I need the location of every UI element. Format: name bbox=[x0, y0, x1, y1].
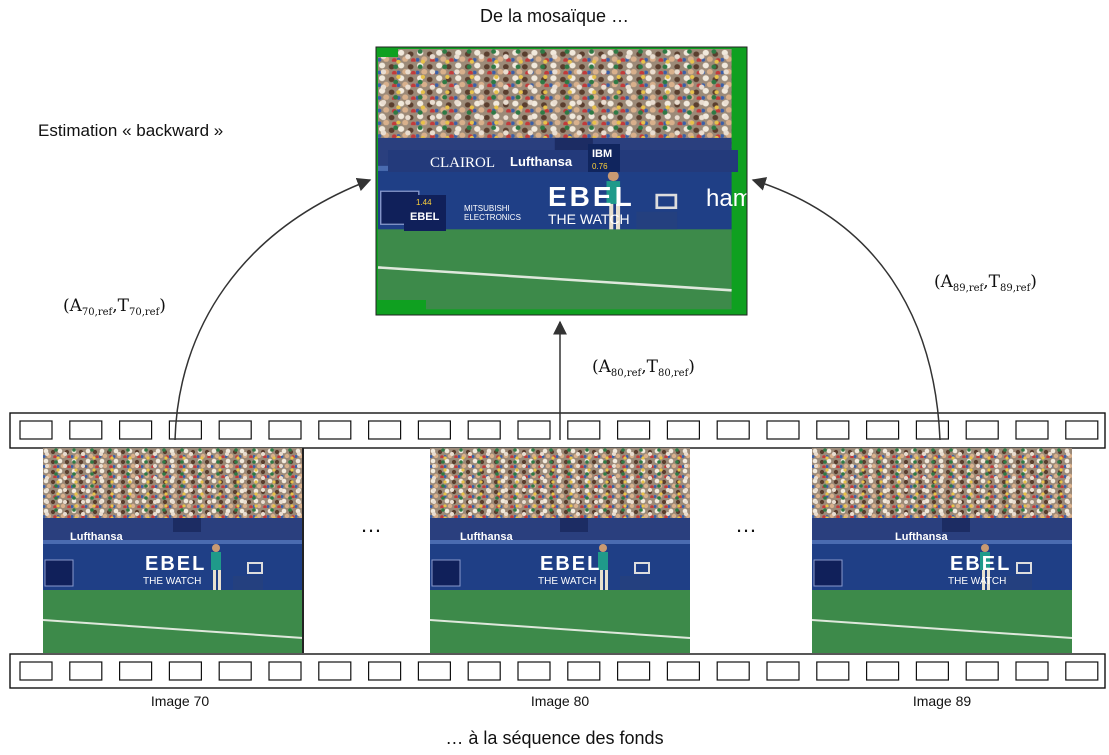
film-strip-bottom bbox=[9, 653, 1106, 689]
film-hole bbox=[666, 420, 701, 440]
film-hole bbox=[69, 661, 103, 681]
film-hole bbox=[118, 661, 153, 681]
param-70: (A70,ref,T70,ref) bbox=[63, 296, 166, 318]
film-hole bbox=[816, 420, 850, 440]
film-hole bbox=[1065, 420, 1099, 440]
frame-image-80: Lufthansa EBEL THE WATCH bbox=[430, 448, 690, 653]
film-hole bbox=[1015, 420, 1049, 440]
mosaic-the-watch: THE WATCH bbox=[548, 211, 630, 227]
film-hole bbox=[467, 420, 501, 440]
svg-text:THE WATCH: THE WATCH bbox=[538, 576, 596, 587]
film-strip-holes bbox=[19, 661, 1099, 681]
film-hole bbox=[865, 661, 900, 681]
film-hole bbox=[616, 661, 651, 681]
film-hole bbox=[318, 420, 352, 440]
label-image-89: Image 89 bbox=[912, 693, 972, 709]
title-mosaic: De la mosaïque … bbox=[479, 6, 630, 26]
film-hole bbox=[467, 661, 501, 681]
svg-text:THE WATCH: THE WATCH bbox=[143, 576, 201, 587]
film-hole bbox=[865, 420, 900, 440]
ellipsis-left: … bbox=[360, 512, 382, 537]
film-hole bbox=[567, 661, 601, 681]
film-hole bbox=[168, 661, 202, 681]
film-hole bbox=[118, 420, 153, 440]
param-80: (A80,ref,T80,ref) bbox=[592, 357, 695, 379]
title-sequence: … à la séquence des fonds bbox=[445, 728, 664, 748]
param-89: (A89,ref,T89,ref) bbox=[934, 272, 1037, 294]
film-hole bbox=[915, 661, 950, 681]
mosaic-board-mid: EBEL bbox=[410, 211, 440, 223]
film-hole bbox=[915, 420, 950, 440]
arrow-89-to-mosaic bbox=[751, 177, 941, 441]
film-hole bbox=[417, 420, 451, 440]
label-image-80: Image 80 bbox=[530, 693, 590, 709]
film-hole bbox=[368, 420, 402, 440]
film-hole bbox=[19, 661, 53, 681]
film-hole bbox=[218, 420, 252, 440]
svg-text:Lufthansa: Lufthansa bbox=[895, 531, 948, 543]
film-hole bbox=[965, 420, 999, 440]
film-hole bbox=[766, 420, 800, 440]
frame-image-70: Lufthansa EBEL THE WATCH bbox=[43, 448, 304, 653]
film-strip-top bbox=[9, 412, 1106, 449]
film-hole bbox=[716, 661, 750, 681]
film-hole bbox=[318, 661, 352, 681]
film-hole bbox=[168, 420, 202, 440]
arrow-70-to-mosaic bbox=[174, 177, 372, 441]
film-hole bbox=[268, 420, 302, 440]
ellipsis-right: … bbox=[735, 512, 757, 537]
film-hole bbox=[616, 420, 651, 440]
film-hole bbox=[766, 661, 800, 681]
film-hole bbox=[1015, 661, 1049, 681]
film-hole bbox=[218, 661, 252, 681]
mosaic-image: CLAIROL Lufthansa IBM 0.76 EBEL THE WATC… bbox=[375, 46, 753, 316]
film-hole bbox=[368, 661, 402, 681]
frame-image-89: Lufthansa EBEL THE WATCH bbox=[812, 448, 1072, 653]
film-hole bbox=[268, 661, 302, 681]
film-hole bbox=[816, 661, 850, 681]
estimation-label: Estimation « backward » bbox=[38, 121, 224, 140]
mosaic-ham: ham bbox=[706, 185, 753, 212]
mosaic-speed: 0.76 bbox=[592, 162, 608, 171]
mosaic-ibm: IBM bbox=[592, 148, 612, 160]
film-hole bbox=[69, 420, 103, 440]
mosaic-ebel: EBEL bbox=[548, 181, 635, 212]
film-strip-holes bbox=[19, 420, 1099, 440]
film-hole bbox=[1065, 661, 1099, 681]
svg-text:EBEL: EBEL bbox=[950, 553, 1011, 575]
mosaic-electronics: ELECTRONICS bbox=[464, 213, 521, 222]
mosaic-board-top: 1.44 bbox=[416, 198, 432, 207]
film-hole bbox=[517, 661, 551, 681]
film-hole bbox=[19, 420, 53, 440]
film-hole bbox=[666, 661, 701, 681]
mosaic-mitsubishi: MITSUBISHI bbox=[464, 204, 510, 213]
label-image-70: Image 70 bbox=[150, 693, 210, 709]
mosaic-lufthansa: Lufthansa bbox=[510, 154, 573, 169]
film-hole bbox=[716, 420, 750, 440]
svg-text:EBEL: EBEL bbox=[145, 553, 206, 575]
film-hole bbox=[965, 661, 999, 681]
film-hole bbox=[567, 420, 601, 440]
svg-text:Lufthansa: Lufthansa bbox=[70, 531, 123, 543]
svg-text:Lufthansa: Lufthansa bbox=[460, 531, 513, 543]
svg-text:EBEL: EBEL bbox=[540, 553, 601, 575]
svg-text:THE WATCH: THE WATCH bbox=[948, 576, 1006, 587]
mosaic-clairol: CLAIROL bbox=[430, 155, 495, 171]
film-hole bbox=[517, 420, 551, 440]
film-hole bbox=[417, 661, 451, 681]
